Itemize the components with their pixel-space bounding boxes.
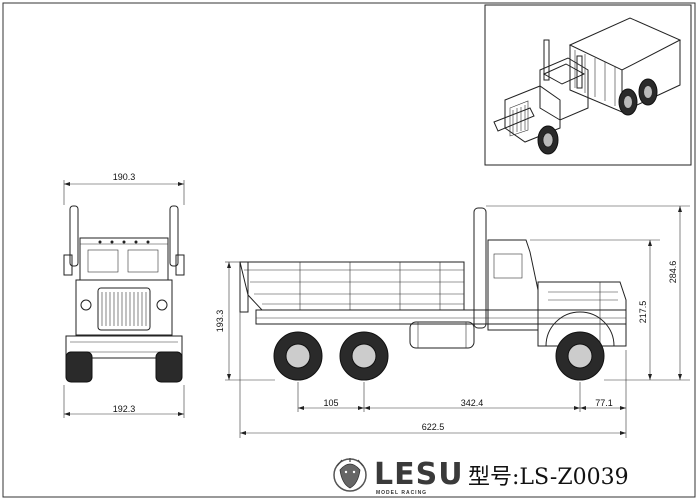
- brand-logo-text: LESU: [374, 457, 464, 492]
- dim-front-top-width: 190.3: [113, 172, 136, 182]
- dim-total-length: 622.5: [422, 422, 445, 432]
- brand-subtitle: MODEL RACING: [376, 490, 427, 496]
- front-view: 190.3 192.3: [63, 172, 185, 418]
- dim-front-overhang: 77.1: [595, 398, 613, 408]
- dim-side-body-height: 193.3: [215, 310, 225, 333]
- side-view: 193.3 217.5 284.6 105 342.4 77.1 622.5: [215, 205, 690, 438]
- model-number: 型号:LS-Z0039: [468, 465, 629, 490]
- dim-wheelbase: 342.4: [461, 398, 484, 408]
- dim-rear-overhang: 105: [323, 398, 338, 408]
- dim-side-cab-height: 217.5: [638, 301, 648, 324]
- dim-side-total-height: 284.6: [668, 261, 678, 284]
- dim-front-bottom-width: 192.3: [113, 404, 136, 414]
- lion-head-icon: [333, 458, 367, 492]
- isometric-view: [484, 4, 692, 166]
- title-block: LESU MODEL RACING 型号:LS-Z0039: [333, 457, 629, 496]
